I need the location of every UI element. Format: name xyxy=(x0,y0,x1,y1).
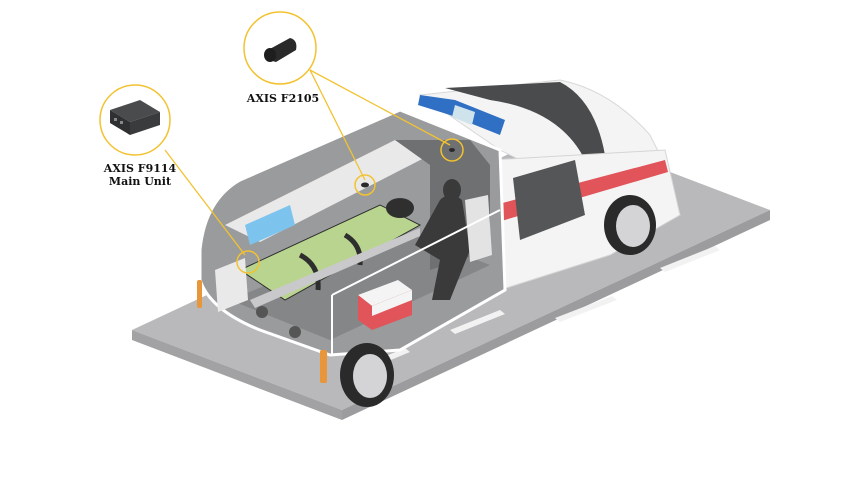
seat xyxy=(465,195,492,262)
sensor-markers xyxy=(236,138,464,274)
lane-marking xyxy=(660,246,720,272)
callout-label-f2105: AXIS F2105 xyxy=(243,92,323,105)
roof-window xyxy=(445,82,605,160)
callout-f2105 xyxy=(243,11,317,85)
rear-left-ceiling-camera-marker xyxy=(236,250,260,274)
callout-f2105-name: AXIS F2105 xyxy=(246,92,320,105)
stretcher-blanket xyxy=(238,204,422,301)
callout-label-f9114: AXIS F9114 Main Unit xyxy=(95,162,185,188)
paramedic xyxy=(415,195,470,300)
reflector xyxy=(197,280,202,308)
callout-lines xyxy=(164,69,451,256)
callout-f9114-name: AXIS F9114 xyxy=(103,162,177,175)
cab-partition-camera-marker xyxy=(440,138,464,162)
ambulance-body xyxy=(197,79,681,407)
mini-camera-icon xyxy=(264,38,297,62)
callout-f9114-sub: Main Unit xyxy=(108,175,172,188)
center-ceiling-camera-marker xyxy=(354,174,376,196)
callout-f9114 xyxy=(99,84,171,156)
reflector xyxy=(320,350,327,383)
lane-marking xyxy=(555,296,617,322)
main-unit-box-icon xyxy=(110,100,160,135)
patient xyxy=(386,198,414,218)
lane-marking xyxy=(450,310,505,334)
med-kit xyxy=(358,280,412,306)
cab-window xyxy=(513,160,585,240)
sensor-dots xyxy=(361,148,455,188)
cabinet-blue-panel xyxy=(245,205,295,245)
